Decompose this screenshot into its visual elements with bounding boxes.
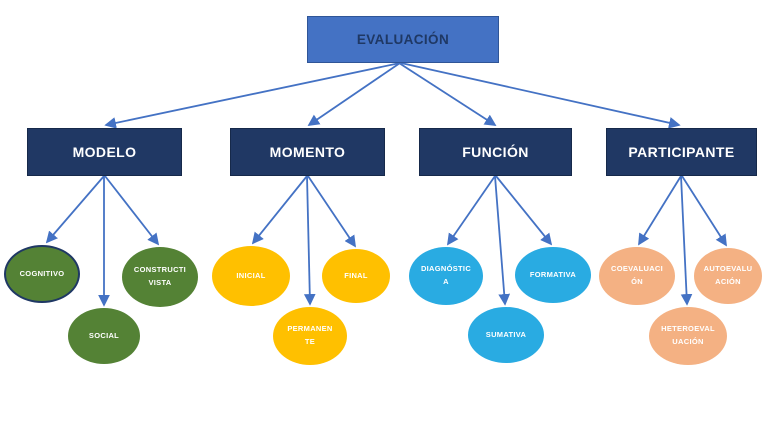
leaf-label: HETEROEVAL UACIÓN [661,324,715,346]
leaf-node-cognitivo: COGNITIVO [4,245,80,303]
category-node-funcion: FUNCIÓN [419,128,572,176]
category-label: MODELO [72,144,137,160]
leaf-node-permanente: PERMANEN TE [273,307,347,365]
leaf-node-heteroevaluacion: HETEROEVAL UACIÓN [649,307,727,365]
leaf-label: INICIAL [236,270,266,280]
category-node-participante: PARTICIPANTE [606,128,757,176]
leaf-label: COGNITIVO [19,268,65,278]
category-node-modelo: MODELO [27,128,182,176]
leaf-label: DIAGNÓSTIC A [420,264,472,286]
category-label: PARTICIPANTE [628,144,735,160]
leaf-node-final: FINAL [322,249,390,303]
leaf-label: CONSTRUCTI VISTA [133,265,187,287]
leaf-node-formativa: FORMATIVA [515,247,591,303]
category-label: MOMENTO [269,144,346,160]
leaf-label: SOCIAL [88,330,120,340]
category-node-momento: MOMENTO [230,128,385,176]
leaf-node-sumativa: SUMATIVA [468,307,544,363]
leaf-label: FINAL [344,270,368,280]
leaf-node-autoevaluacion: AUTOEVALU ACIÓN [694,248,762,304]
leaf-node-diagnostica: DIAGNÓSTIC A [409,247,483,305]
leaf-node-social: SOCIAL [68,308,140,364]
leaf-label: AUTOEVALU ACIÓN [703,264,753,286]
root-node-evaluacion: EVALUACIÓN [307,16,499,63]
leaf-label: PERMANEN TE [287,324,333,346]
root-node-label: EVALUACIÓN [356,32,450,47]
leaf-label: FORMATIVA [529,269,577,279]
leaf-label: COEVALUACI ÓN [610,264,664,286]
leaf-node-inicial: INICIAL [212,246,290,306]
leaf-node-coevaluacion: COEVALUACI ÓN [599,247,675,305]
category-label: FUNCIÓN [462,144,529,160]
leaf-label: SUMATIVA [485,329,527,339]
leaf-node-constructivista: CONSTRUCTI VISTA [122,247,198,307]
